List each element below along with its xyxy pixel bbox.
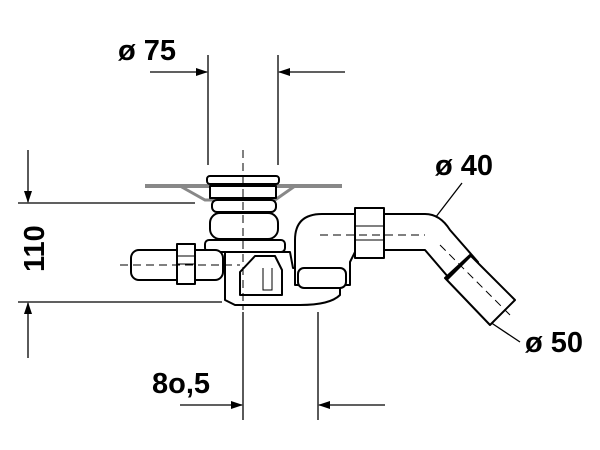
label-d75: ø 75 (118, 35, 176, 67)
dimension-110: 110 (18, 150, 222, 358)
dimension-80-5: 8o,5 (152, 312, 385, 420)
siphon-assembly (120, 150, 516, 326)
label-d40: ø 40 (435, 150, 493, 182)
leader-d50 (489, 321, 521, 343)
label-80-5: 8o,5 (152, 368, 210, 400)
label-d50: ø 50 (525, 327, 583, 359)
label-110: 110 (19, 225, 51, 272)
dimension-d75: ø 75 (118, 35, 345, 165)
